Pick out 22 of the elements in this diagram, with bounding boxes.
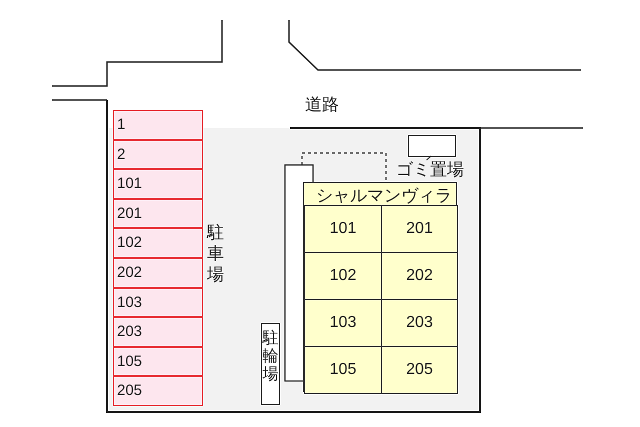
parking-space: 102: [113, 228, 203, 258]
apartment-unit: 101: [304, 205, 382, 253]
leader-line: [426, 156, 432, 160]
parking-space: 101: [113, 169, 203, 199]
garbage-area-box: [408, 135, 456, 157]
apartment-unit: 205: [381, 346, 458, 394]
parking-lot-label: 駐車場: [207, 222, 224, 285]
building-name: シャルマンヴィラ: [316, 185, 452, 207]
apartment-unit: 105: [304, 346, 382, 394]
parking-space: 105: [113, 346, 203, 376]
parking-space: 2: [113, 140, 203, 170]
parking-space: 202: [113, 258, 203, 288]
parking-space: 1: [113, 110, 203, 140]
bicycle-parking: 駐輪場: [261, 323, 280, 405]
apartment-unit: 201: [381, 205, 458, 253]
parking-space: 201: [113, 198, 203, 228]
parking-space: 203: [113, 317, 203, 347]
parking-space: 205: [113, 376, 203, 406]
garbage-area-label: ゴミ置場: [396, 158, 464, 181]
parking-space: 103: [113, 288, 203, 318]
road-label: 道路: [305, 94, 339, 116]
building-outline: [303, 182, 457, 392]
